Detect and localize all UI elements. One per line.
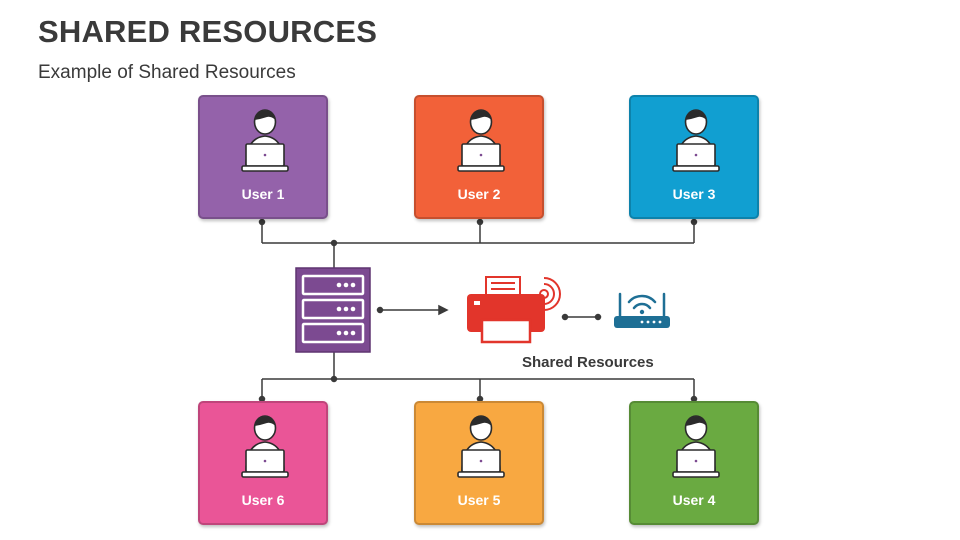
user-card-5: User 5 [414, 401, 544, 525]
user-card-4: User 4 [629, 401, 759, 525]
person-with-laptop-icon [241, 415, 289, 478]
shared-resources-label: Shared Resources [522, 354, 654, 371]
wireless-printer-icon [467, 276, 561, 344]
user-label: User 2 [457, 186, 501, 202]
person-with-laptop-icon [672, 109, 720, 172]
user-card-1: User 1 [198, 95, 328, 219]
user-label: User 5 [457, 492, 501, 508]
user-label: User 1 [241, 186, 285, 202]
page-title: SHARED RESOURCES [38, 14, 378, 49]
person-with-laptop-icon [241, 109, 289, 172]
user-card-2: User 2 [414, 95, 544, 219]
user-card-3: User 3 [629, 95, 759, 219]
wifi-router-icon [614, 292, 670, 328]
person-with-laptop-icon [672, 415, 720, 478]
user-card-6: User 6 [198, 401, 328, 525]
server-rack-icon [295, 267, 371, 353]
user-label: User 3 [672, 186, 716, 202]
person-with-laptop-icon [457, 109, 505, 172]
user-label: User 4 [672, 492, 716, 508]
page-subtitle: Example of Shared Resources [38, 62, 296, 83]
person-with-laptop-icon [457, 415, 505, 478]
user-label: User 6 [241, 492, 285, 508]
